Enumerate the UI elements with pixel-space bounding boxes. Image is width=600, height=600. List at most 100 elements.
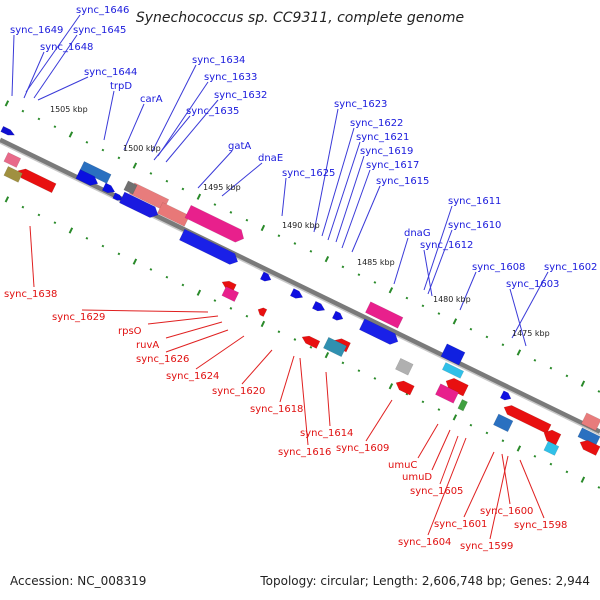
- gene-label-reverse[interactable]: umuD: [402, 472, 432, 483]
- tick-mark: [293, 242, 297, 245]
- gene-label-forward[interactable]: dnaG: [404, 228, 431, 239]
- leader-line: [241, 349, 273, 385]
- gene-label-forward[interactable]: sync_1612: [420, 240, 473, 251]
- gene-label-reverse[interactable]: sync_1604: [398, 537, 451, 548]
- genome-backbone: [0, 137, 600, 435]
- leader-line: [103, 90, 115, 141]
- gene-label-reverse[interactable]: sync_1600: [480, 506, 533, 517]
- gene-label-reverse[interactable]: sync_1614: [300, 428, 353, 439]
- leader-line: [33, 34, 78, 99]
- map-title: Synechococcus sp. CC9311, complete genom…: [135, 10, 465, 26]
- leader-line: [81, 309, 209, 313]
- gene-label-forward[interactable]: sync_1623: [334, 99, 387, 110]
- gene-label-forward[interactable]: sync_1608: [472, 262, 525, 273]
- tick-mark: [388, 287, 394, 294]
- tick-mark: [580, 380, 586, 387]
- gene-label-forward[interactable]: sync_1617: [366, 160, 419, 171]
- tick-mark: [516, 445, 522, 452]
- gene-label-reverse[interactable]: sync_1626: [136, 354, 189, 365]
- gene-label-forward[interactable]: sync_1635: [186, 106, 239, 117]
- gene-arrow: [112, 192, 124, 201]
- position-label: 1500 kbp: [123, 144, 161, 153]
- tick-mark: [37, 117, 41, 121]
- tick-mark: [245, 218, 249, 222]
- gene-label-forward[interactable]: sync_1632: [214, 90, 267, 101]
- gene-label-reverse[interactable]: sync_1624: [166, 371, 219, 382]
- tick-mark: [68, 227, 74, 234]
- gene-label-forward[interactable]: sync_1625: [282, 168, 335, 179]
- gene-label-reverse[interactable]: sync_1618: [250, 404, 303, 415]
- tick-mark: [196, 193, 202, 200]
- gene-label-forward[interactable]: sync_1615: [376, 176, 429, 187]
- tick-mark: [580, 476, 586, 483]
- gene-label-reverse[interactable]: sync_1599: [460, 541, 513, 552]
- gene-label-forward[interactable]: trpD: [110, 81, 132, 92]
- tick-mark: [245, 314, 249, 318]
- gene-label-forward[interactable]: sync_1622: [350, 118, 403, 129]
- tick-mark: [421, 304, 425, 308]
- gene-arrow: [499, 390, 512, 401]
- tick-mark: [213, 299, 217, 302]
- gene-label-forward[interactable]: gatA: [228, 141, 251, 152]
- gene-arrow: [3, 166, 23, 183]
- tick-rows: [4, 100, 600, 489]
- gene-label-reverse[interactable]: sync_1629: [52, 312, 105, 323]
- gene-label-reverse[interactable]: umuC: [388, 460, 417, 471]
- tick-mark: [260, 224, 266, 232]
- tick-mark: [229, 307, 233, 310]
- tick-mark: [196, 289, 202, 296]
- gene-label-forward[interactable]: sync_1645: [73, 25, 126, 36]
- gene-label-forward[interactable]: sync_1648: [40, 42, 93, 53]
- gene-label-reverse[interactable]: rpsO: [118, 326, 142, 337]
- gene-label-forward[interactable]: sync_1621: [356, 132, 409, 143]
- gene-arrow: [503, 405, 552, 434]
- gene-label-forward[interactable]: carA: [140, 94, 163, 105]
- gene-label-reverse[interactable]: sync_1605: [410, 486, 463, 497]
- gene-arrow: [323, 336, 347, 358]
- leader-line: [519, 459, 545, 519]
- tick-mark: [485, 335, 489, 339]
- tick-mark: [101, 148, 105, 152]
- gene-label-forward[interactable]: sync_1634: [192, 55, 245, 66]
- leader-line: [427, 229, 453, 295]
- tick-mark: [181, 283, 185, 287]
- gene-label-reverse[interactable]: sync_1638: [4, 289, 57, 300]
- gene-label-reverse[interactable]: sync_1620: [212, 386, 265, 397]
- position-label: 1490 kbp: [282, 221, 320, 230]
- leader-line: [459, 271, 477, 311]
- gene-arrow: [365, 301, 404, 329]
- gene-label-forward[interactable]: sync_1611: [448, 196, 501, 207]
- gene-label-forward[interactable]: sync_1603: [506, 279, 559, 290]
- gene-label-forward[interactable]: sync_1644: [84, 67, 137, 78]
- tick-mark: [533, 454, 537, 458]
- gene-label-forward[interactable]: dnaE: [258, 153, 283, 164]
- tick-mark: [405, 296, 409, 300]
- gene-label-forward[interactable]: sync_1633: [204, 72, 257, 83]
- tick-mark: [37, 213, 41, 217]
- gene-label-reverse[interactable]: sync_1601: [434, 519, 487, 530]
- gene-label-forward[interactable]: sync_1646: [76, 5, 129, 16]
- leader-line: [165, 99, 219, 163]
- gene-arrow: [441, 362, 465, 379]
- gene-label-reverse[interactable]: sync_1609: [336, 443, 389, 454]
- tick-mark: [277, 330, 281, 334]
- gene-arrow: [289, 288, 304, 299]
- gene-arrow: [457, 399, 468, 412]
- gene-label-forward[interactable]: sync_1602: [544, 262, 597, 273]
- position-label: 1475 kbp: [512, 329, 550, 338]
- gene-label-reverse[interactable]: sync_1616: [278, 447, 331, 458]
- tick-mark: [309, 249, 313, 253]
- tick-mark: [324, 351, 330, 359]
- tick-mark: [388, 383, 394, 390]
- tick-mark: [293, 338, 297, 341]
- gene-label-reverse[interactable]: ruvA: [136, 340, 159, 351]
- gene-label-reverse[interactable]: sync_1598: [514, 520, 567, 531]
- leader-line: [147, 315, 219, 325]
- gene-label-forward[interactable]: sync_1619: [360, 146, 413, 157]
- tick-mark: [229, 211, 233, 214]
- tick-mark: [373, 377, 377, 380]
- gene-label-forward[interactable]: sync_1610: [448, 220, 501, 231]
- gene-arrow: [581, 412, 600, 431]
- gene-label-forward[interactable]: sync_1649: [10, 25, 63, 36]
